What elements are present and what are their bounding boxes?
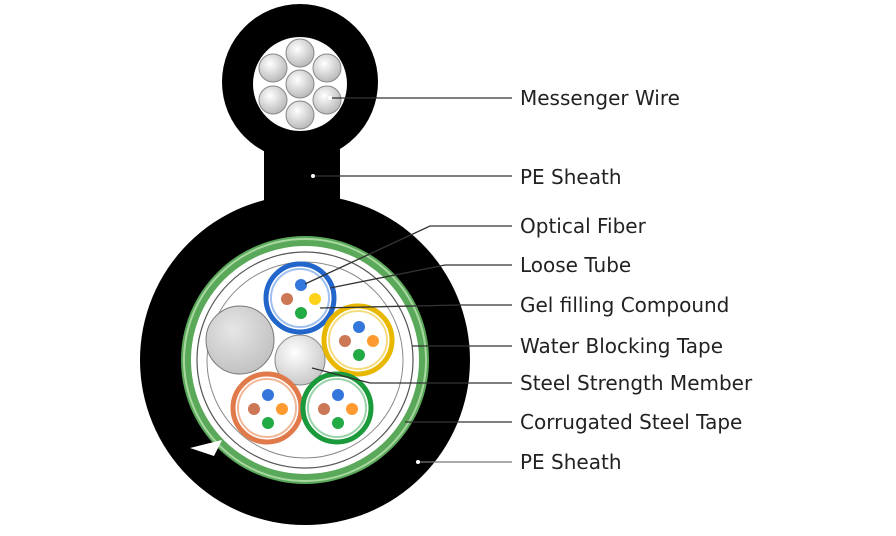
messenger-strand [312, 53, 342, 83]
messenger-strand [285, 38, 315, 68]
fiber-green [262, 417, 274, 429]
fiber-orange [346, 403, 358, 415]
leader-lines [304, 96, 512, 464]
labels: Messenger Wire PE Sheath Optical Fiber L… [520, 86, 753, 474]
fiber-blue [332, 389, 344, 401]
label-corrugated-steel: Corrugated Steel Tape [520, 410, 742, 434]
messenger-strand [285, 100, 315, 130]
leader-gel-filling [319, 304, 512, 309]
fiber-blue [353, 321, 365, 333]
messenger-strand [312, 85, 342, 115]
fiber-orange [276, 403, 288, 415]
fiber-green [332, 417, 344, 429]
messenger-strand [285, 69, 315, 99]
label-loose-tube: Loose Tube [520, 253, 631, 277]
label-messenger-wire: Messenger Wire [520, 86, 680, 110]
fiber-brown [318, 403, 330, 415]
tape-overlap-wedge [190, 440, 222, 456]
filler-rod [205, 305, 275, 375]
loose-tube-blue [263, 261, 337, 335]
label-water-blocking: Water Blocking Tape [520, 334, 723, 358]
label-pe-sheath-top: PE Sheath [520, 165, 622, 189]
steel-strength-member [274, 334, 326, 386]
fiber-green [353, 349, 365, 361]
fiber-blue [295, 279, 307, 291]
label-steel-strength: Steel Strength Member [520, 371, 753, 395]
messenger-strand [258, 53, 288, 83]
fiber-blue [262, 389, 274, 401]
leader-steel-strength [311, 367, 512, 384]
label-gel-filling: Gel filling Compound [520, 293, 729, 317]
fiber-brown [339, 335, 351, 347]
loose-tube-green [300, 371, 374, 445]
fiber-orange [367, 335, 379, 347]
label-pe-sheath-bottom: PE Sheath [520, 450, 622, 474]
fiber-brown [281, 293, 293, 305]
fiber-yellow [309, 293, 321, 305]
loose-tube-yellow [321, 303, 395, 377]
fiber-green [295, 307, 307, 319]
fiber-brown [248, 403, 260, 415]
label-optical-fiber: Optical Fiber [520, 214, 647, 238]
leader-optical-fiber [304, 225, 512, 285]
messenger-wire [253, 37, 347, 131]
loose-tube-orange [230, 371, 304, 445]
messenger-strand [258, 85, 288, 115]
water-blocking-tape [196, 251, 414, 469]
leader-loose-tube [329, 264, 512, 289]
